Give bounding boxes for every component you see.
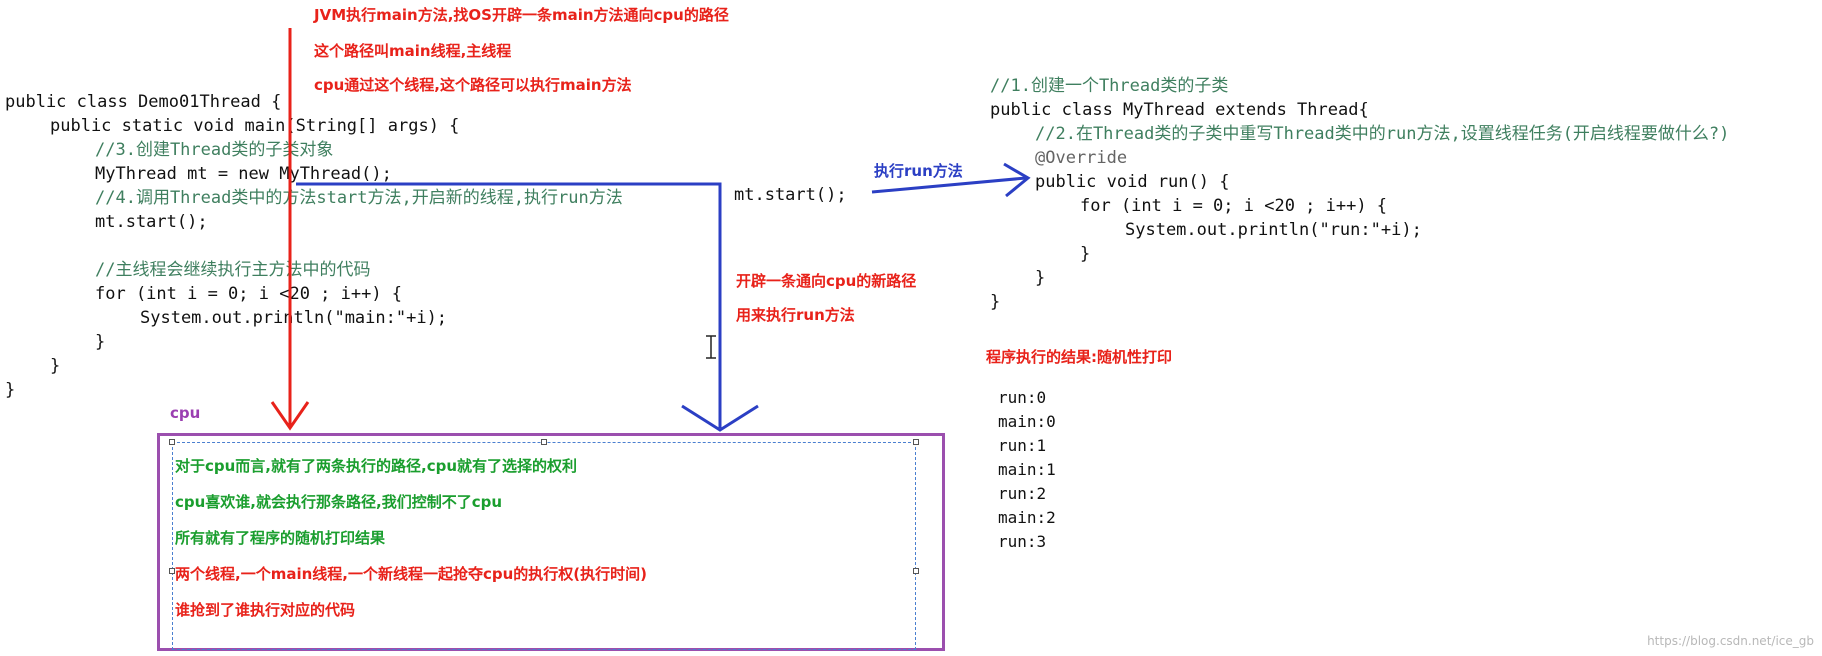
resize-handle-tm[interactable] — [541, 439, 547, 445]
main-class-close: } — [5, 380, 16, 400]
comment-create-subclass-object: //3.创建Thread类的子类对象 — [95, 140, 334, 160]
create-mythread-statement: MyThread mt = new MyThread(); — [95, 164, 392, 184]
mt-start-statement: mt.start(); — [95, 212, 208, 232]
note-jvm-main: JVM执行main方法,找OS开辟一条main方法通向cpu的路径 — [314, 6, 729, 24]
note-main-thread: 这个路径叫main线程,主线程 — [314, 42, 512, 60]
mt-start-callout: mt.start(); — [734, 185, 847, 205]
output-line: run:3 — [998, 532, 1047, 551]
cpu-note-two-threads: 两个线程,一个main线程,一个新线程一起抢夺cpu的执行权(执行时间) — [175, 565, 647, 583]
output-line: run:2 — [998, 484, 1047, 503]
comment-call-start: //4.调用Thread类中的方法start方法,开启新的线程,执行run方法 — [95, 188, 623, 208]
cpu-note-two-paths: 对于cpu而言,就有了两条执行的路径,cpu就有了选择的权利 — [175, 457, 578, 475]
main-thread-arrow-head — [270, 401, 310, 431]
resize-handle-mr[interactable] — [913, 568, 919, 574]
new-thread-path-line — [296, 182, 722, 428]
run-arrow-label: 执行run方法 — [874, 162, 963, 180]
output-line: main:2 — [998, 508, 1056, 527]
main-method-close: } — [50, 356, 61, 376]
run-for-loop: for (int i = 0; i <20 ; i++) { — [1080, 196, 1388, 216]
resize-handle-tr[interactable] — [913, 439, 919, 445]
comment-override-run: //2.在Thread类的子类中重写Thread类中的run方法,设置线程任务(… — [1035, 124, 1730, 144]
output-line: run:1 — [998, 436, 1047, 455]
main-for-loop: for (int i = 0; i <20 ; i++) { — [95, 284, 403, 304]
output-line: main:1 — [998, 460, 1056, 479]
cpu-note-cpu-chooses: cpu喜欢谁,就会执行那条路径,我们控制不了cpu — [175, 493, 503, 511]
cpu-note-who-wins: 谁抢到了谁执行对应的代码 — [175, 601, 356, 619]
main-class-declaration: public class Demo01Thread { — [5, 92, 282, 112]
mythread-class-close: } — [990, 292, 1001, 312]
note-cpu-path: cpu通过这个线程,这个路径可以执行main方法 — [314, 76, 632, 94]
watermark: https://blog.csdn.net/ice_gb — [1647, 634, 1814, 648]
run-method-declaration: public void run() { — [1035, 172, 1230, 192]
cpu-note-random-result: 所有就有了程序的随机打印结果 — [175, 529, 386, 547]
main-println-statement: System.out.println("main:"+i); — [140, 308, 448, 328]
resize-handle-tl[interactable] — [169, 439, 175, 445]
output-line: main:0 — [998, 412, 1056, 431]
comment-main-thread-continues: //主线程会继续执行主方法中的代码 — [95, 260, 371, 280]
run-method-close: } — [1035, 268, 1046, 288]
output-line: run:0 — [998, 388, 1047, 407]
main-method-declaration: public static void main(String[] args) { — [50, 116, 460, 136]
run-for-loop-close: } — [1080, 244, 1091, 264]
run-arrow-head — [1003, 162, 1031, 198]
result-title: 程序执行的结果:随机性打印 — [986, 348, 1172, 366]
cpu-label: cpu — [170, 404, 201, 422]
override-annotation: @Override — [1035, 148, 1128, 168]
mythread-class-declaration: public class MyThread extends Thread{ — [990, 100, 1369, 120]
new-thread-arrow-head — [681, 404, 759, 432]
main-for-loop-close: } — [95, 332, 106, 352]
resize-handle-ml[interactable] — [169, 568, 175, 574]
run-arrow-line — [871, 176, 1027, 194]
note-new-path: 开辟一条通向cpu的新路径 — [736, 272, 917, 290]
comment-create-thread-subclass: //1.创建一个Thread类的子类 — [990, 76, 1229, 96]
run-println-statement: System.out.println("run:"+i); — [1125, 220, 1422, 240]
note-execute-run: 用来执行run方法 — [736, 306, 855, 324]
